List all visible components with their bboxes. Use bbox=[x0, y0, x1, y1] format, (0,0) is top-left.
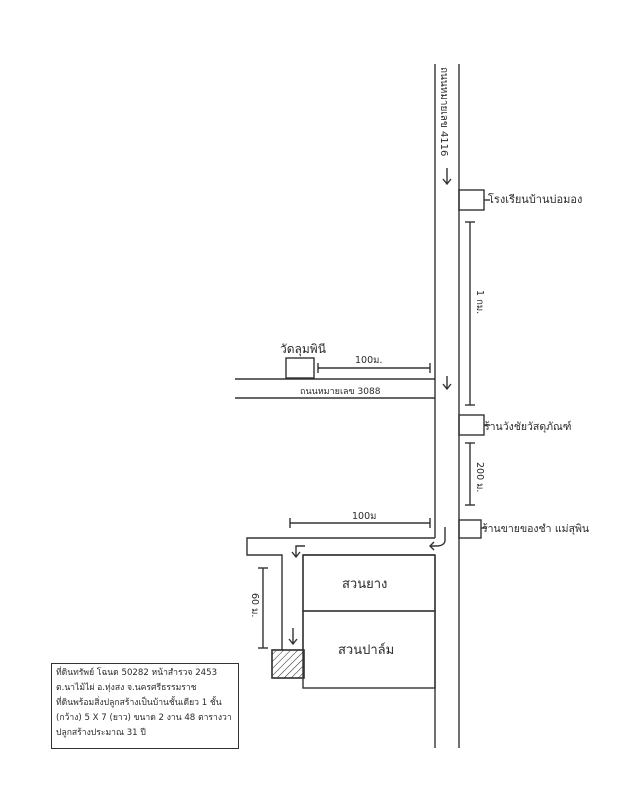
note-line-1: ที่ดินทรัพย์ โฉนด 50282 หน้าสำรวจ 2453 bbox=[56, 668, 218, 678]
arrow-down-icon bbox=[288, 628, 298, 646]
dist-lane-label: 100ม bbox=[352, 511, 376, 522]
school-label: โรงเรียนบ้านบ่อมอง bbox=[488, 192, 582, 206]
arrow-down-icon bbox=[442, 376, 452, 391]
road-side-label: ถนนหมายเลข 3088 bbox=[300, 387, 381, 397]
note-line-2: ต.นาไม้ไผ่ อ.ทุ่งสง จ.นครศรีธรรมราช bbox=[56, 683, 197, 693]
arrow-down-icon bbox=[442, 168, 452, 186]
arrow-turn-icon bbox=[291, 545, 305, 559]
shop-construction-label: ร้านวังชัยวัสดุภัณฑ์ bbox=[484, 420, 572, 433]
rubber-plantation-label: สวนยาง bbox=[342, 577, 387, 592]
lane-outer-edge bbox=[246, 537, 435, 650]
note-line-3: ที่ดินพร้อมสิ่งปลูกสร้างเป็นบ้านชั้นเดีย… bbox=[56, 698, 222, 708]
shop-grocery-marker bbox=[458, 519, 482, 539]
note-line-4: (กว้าง) 5 X 7 (ยาว) ขนาด 2 งาน 48 ตารางว… bbox=[56, 713, 232, 723]
shop-construction-marker bbox=[458, 414, 485, 436]
school-marker bbox=[458, 189, 485, 211]
temple-label: วัดลุมพินี bbox=[280, 342, 326, 357]
property-note-box: ที่ดินทรัพย์ โฉนด 50282 หน้าสำรวจ 2453 ต… bbox=[51, 663, 239, 749]
palm-plantation-label: สวนปาล์ม bbox=[338, 642, 394, 658]
temple-building bbox=[285, 357, 315, 379]
lane-inner-edge bbox=[302, 554, 435, 650]
dist-200m-label: 200 ม. bbox=[474, 462, 485, 492]
plot-location bbox=[271, 649, 305, 679]
dist-plot-label: 60 ม. bbox=[249, 593, 260, 617]
dist-1km-label: 1 กม. bbox=[474, 290, 485, 314]
shop-grocery-label: ร้านขายของชำ แม่สุพิน bbox=[482, 523, 589, 535]
dist-temple-label: 100ม. bbox=[355, 355, 382, 366]
road-main-label: ถนนหมายเลข 4116 bbox=[438, 67, 449, 156]
note-line-5: ปลูกสร้างประมาณ 31 ปี bbox=[56, 728, 146, 738]
arrow-turn-icon bbox=[429, 527, 446, 551]
